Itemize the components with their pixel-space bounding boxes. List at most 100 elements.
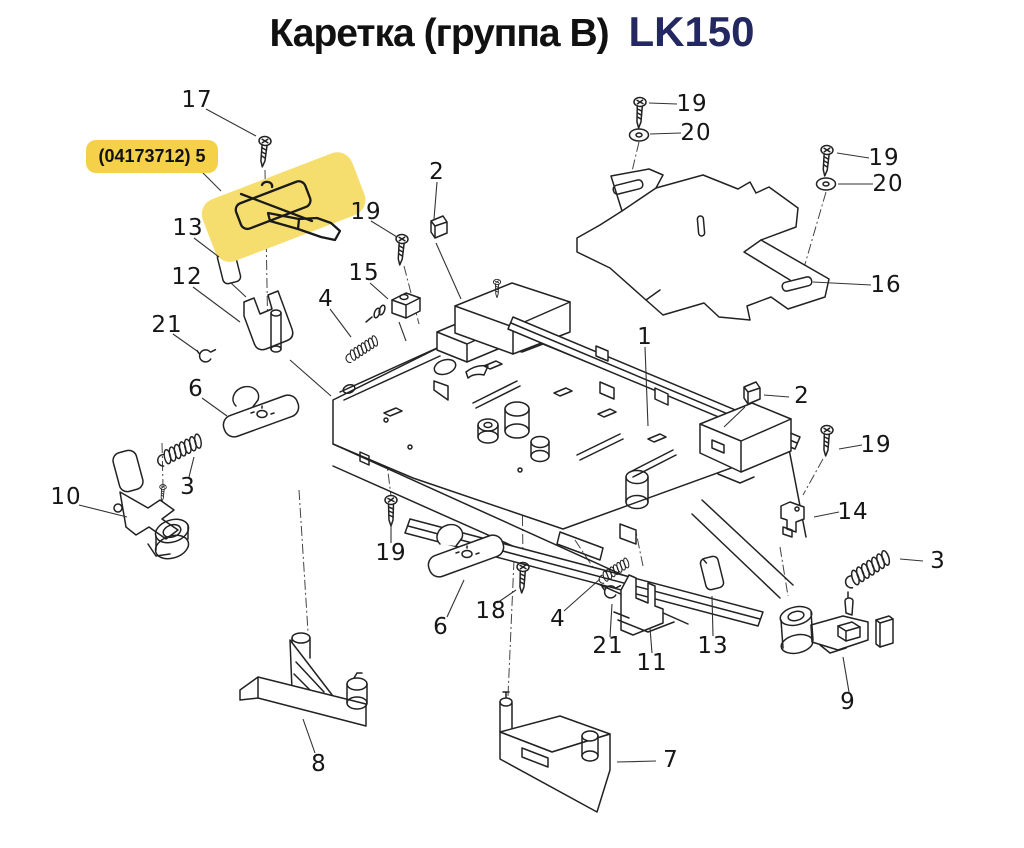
spring-3-right [840,547,896,592]
part-label-4: 4 [550,606,566,632]
screw-18 [514,561,530,595]
part-label-2: 2 [794,383,810,409]
leader-line [329,308,352,338]
leader-lines [78,102,924,763]
part-label-17: 17 [181,87,212,113]
part-label-19: 19 [350,199,381,225]
leader-line [644,346,649,427]
part-label-6: 6 [433,614,449,640]
part-number-text: (04173712) 5 [98,146,206,166]
part-label-20: 20 [872,171,903,197]
spring-4-top [342,333,382,366]
part-label-10: 10 [50,484,81,510]
leader-line [649,627,653,654]
screw-small-10 [158,483,167,502]
leader-line [563,578,601,612]
leader-line [813,511,840,518]
leader-line [616,760,657,763]
page-title: Каретка (группа B) LK150 [0,8,1024,56]
leader-line [836,152,870,159]
leader-line [289,359,332,397]
part-10-lever [112,449,190,560]
part-label-13: 13 [172,215,203,241]
leader-line [723,406,746,428]
leader-line [446,579,465,618]
part-label-21: 21 [592,633,623,659]
part-12-bracket [243,290,294,353]
clip-21-top [194,345,217,365]
leader-line [172,333,198,352]
part-label-18: 18 [475,598,506,624]
part-label-4: 4 [318,286,334,312]
title-text: Каретка (группа B) [269,12,609,55]
part-6-top [222,385,300,438]
washer-20-topright [815,177,837,191]
leader-line [205,108,257,137]
leader-line [648,102,678,105]
model-code: LK150 [628,8,755,55]
part-label-3: 3 [180,474,196,500]
leader-line [302,718,316,754]
carriage-main-plate [332,278,807,627]
part-7-bracket [499,691,611,813]
part-label-7: 7 [663,747,679,773]
part-8-bracket [239,632,368,727]
part-15 [365,292,421,323]
part-label-15: 15 [348,260,379,286]
highlight-area [201,152,366,262]
part-9-lever [779,591,894,655]
part-5-highlight-group [201,152,366,262]
part-14 [780,501,805,538]
part-6-bottom [427,523,505,578]
leader-line [370,220,398,238]
leader-line [838,444,863,450]
part-label-3: 3 [930,548,946,574]
screw-19-top [631,96,647,130]
washer-20-top [628,128,650,142]
part-label-21: 21 [151,312,182,338]
part-label-14: 14 [837,499,868,525]
part-label-8: 8 [311,751,327,777]
leader-line [899,558,924,562]
leader-line [609,603,613,638]
part-label-12: 12 [171,264,202,290]
part-label-19: 19 [375,540,406,566]
leader-line [649,132,682,135]
part-label-16: 16 [870,272,901,298]
screw-19-topright [818,144,835,178]
leader-line [812,281,872,286]
part-label-6: 6 [188,376,204,402]
part-label-19: 19 [860,432,891,458]
leader-line [842,656,850,693]
part-16-plate [576,168,830,321]
part-label-9: 9 [840,689,856,715]
leader-line [201,397,228,417]
part-label-1: 1 [637,324,653,350]
leader-line [711,595,714,637]
part-label-19: 19 [676,91,707,117]
leader-line [193,237,220,258]
leader-line [763,394,790,398]
screw-19-bottomleft [384,494,398,527]
leader-line [398,321,407,342]
leader-line [496,589,517,604]
part-label-13: 13 [697,633,728,659]
part-13-bottom [698,554,726,592]
leader-line [188,456,195,478]
part-label-11: 11 [636,650,667,676]
part-5-lever [234,180,342,242]
part-2-top [430,215,448,239]
screw-19-mid [393,233,410,267]
part-number-callout: (04173712) 5 [86,140,218,173]
leader-line [433,181,438,220]
part-label-2: 2 [429,159,445,185]
part-2-right [743,381,761,405]
leader-line [435,242,462,300]
leader-line [192,286,241,323]
leader-line [199,169,222,192]
part-label-19: 19 [868,145,899,171]
leader-line [369,282,389,300]
